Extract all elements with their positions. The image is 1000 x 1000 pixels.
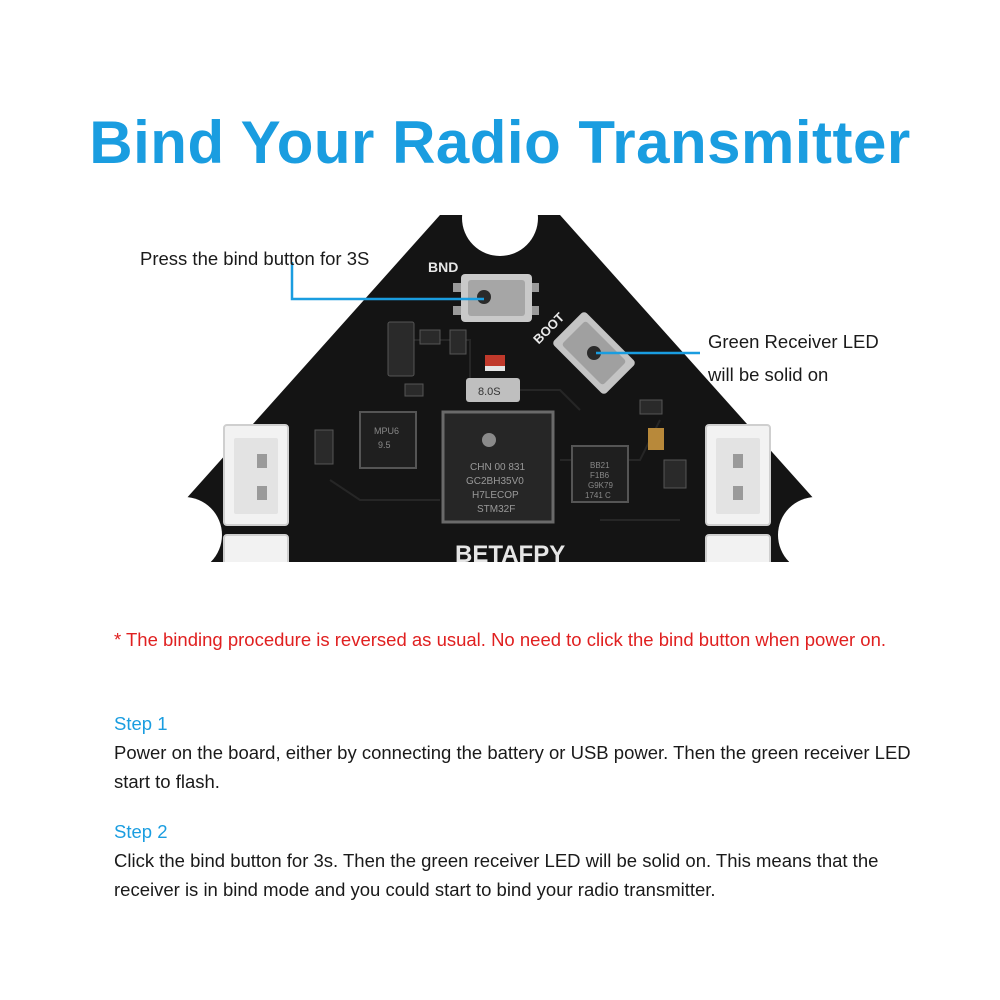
svg-text:MPU6: MPU6 bbox=[374, 426, 399, 436]
svg-text:G9K79: G9K79 bbox=[588, 481, 613, 490]
callout-led-line1: Green Receiver LED bbox=[708, 331, 879, 352]
callout-bind-button: Press the bind button for 3S bbox=[140, 248, 370, 269]
motor-connector-left bbox=[223, 424, 289, 562]
svg-text:H7LECOP: H7LECOP bbox=[472, 490, 519, 501]
callout-led-line2: will be solid on bbox=[708, 364, 829, 385]
svg-text:F1B6: F1B6 bbox=[590, 471, 610, 480]
step-label: Step 1 bbox=[114, 713, 168, 734]
step-text: Power on the board, either by connecting… bbox=[114, 742, 911, 792]
bind-silkscreen: BND bbox=[428, 259, 458, 275]
callout-line-bind bbox=[290, 262, 484, 301]
svg-text:CHN 00 831: CHN 00 831 bbox=[470, 462, 525, 473]
svg-text:GC2BH35V0: GC2BH35V0 bbox=[466, 476, 524, 487]
mounting-hole-right bbox=[778, 497, 854, 562]
page-title: Bind Your Radio Transmitter bbox=[89, 109, 911, 176]
receiver-led bbox=[485, 355, 505, 367]
svg-text:BB21: BB21 bbox=[590, 461, 610, 470]
mounting-hole-top bbox=[462, 180, 538, 256]
steps-list: Step 1 Power on the board, either by con… bbox=[114, 710, 934, 926]
warning-note: * The binding procedure is reversed as u… bbox=[114, 629, 886, 650]
svg-text:9.5: 9.5 bbox=[378, 440, 391, 450]
svg-text:STM32F: STM32F bbox=[477, 504, 515, 515]
callout-led: Green Receiver LED will be solid on bbox=[708, 325, 879, 391]
mounting-hole-left bbox=[146, 497, 222, 562]
step-2: Step 2 Click the bind button for 3s. The… bbox=[114, 818, 934, 904]
boot-button bbox=[553, 312, 635, 394]
svg-text:1741 C: 1741 C bbox=[585, 491, 611, 500]
crystal-oscillator bbox=[466, 378, 520, 402]
step-1: Step 1 Power on the board, either by con… bbox=[114, 710, 934, 796]
step-text: Click the bind button for 3s. Then the g… bbox=[114, 850, 879, 900]
gyro-chip: MPU6 9.5 bbox=[359, 411, 417, 469]
receiver-chip: BB21 F1B6 G9K79 1741 C bbox=[571, 445, 629, 503]
capacitor bbox=[648, 428, 664, 450]
mcu-chip: CHN 00 831 GC2BH35V0 H7LECOP STM32F bbox=[441, 410, 555, 524]
svg-text:8.0S: 8.0S bbox=[478, 386, 501, 398]
bind-button bbox=[453, 274, 539, 322]
motor-connector-right bbox=[705, 424, 771, 562]
step-label: Step 2 bbox=[114, 821, 168, 842]
brand-silkscreen: BETAFPY bbox=[455, 541, 565, 568]
